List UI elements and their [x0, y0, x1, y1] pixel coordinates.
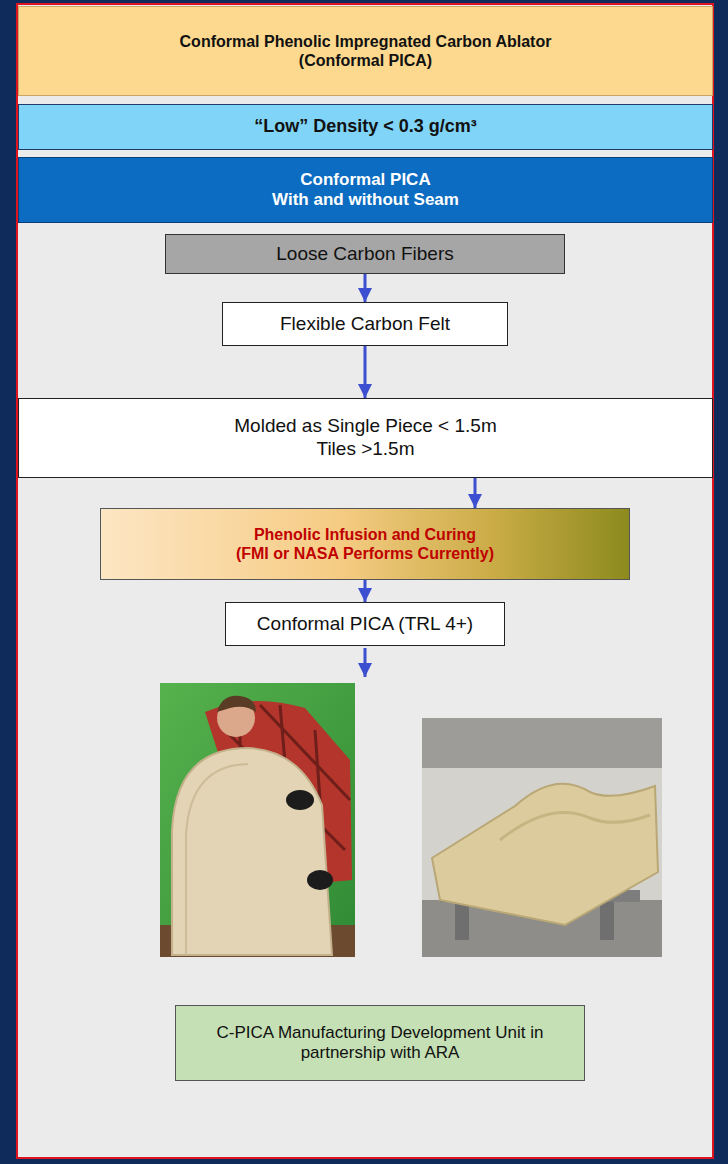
tile-saddle: [500, 812, 650, 840]
photo-tile-on-stand: [422, 718, 662, 957]
hair: [217, 696, 256, 712]
box-subtext: With and without Seam: [272, 190, 459, 210]
flow-arrow: [364, 274, 367, 302]
back-wall: [422, 718, 662, 768]
caption-box: C-PICA Manufacturing Development Unit in…: [175, 1005, 585, 1081]
box-text: Flexible Carbon Felt: [280, 313, 450, 336]
curved-felt: [172, 748, 332, 955]
pica-tile: [432, 784, 658, 925]
process-box: Loose Carbon Fibers: [165, 234, 565, 274]
photo-worker-with-felt: [160, 683, 355, 957]
density-band: “Low” Density < 0.3 g/cm³: [18, 104, 713, 150]
box-subtext: Tiles >1.5m: [316, 438, 414, 461]
box-text: Molded as Single Piece < 1.5m: [234, 415, 496, 438]
glove: [286, 790, 314, 810]
box-text: Phenolic Infusion and Curing: [254, 525, 476, 544]
process-box: Phenolic Infusion and Curing(FMI or NASA…: [100, 508, 630, 580]
process-box: Flexible Carbon Felt: [222, 302, 508, 346]
result-box: Conformal PICA (TRL 4+): [225, 602, 505, 646]
box-text: Conformal Phenolic Impregnated Carbon Ab…: [168, 32, 563, 70]
flow-arrow: [474, 478, 477, 508]
box-text: “Low” Density < 0.3 g/cm³: [254, 116, 477, 138]
photo-ground: [422, 718, 662, 957]
variant-band: Conformal PICAWith and without Seam: [18, 157, 713, 223]
felt-shade: [186, 764, 248, 955]
box-text: Loose Carbon Fibers: [276, 243, 453, 266]
box-text: C-PICA Manufacturing Development Unit in…: [195, 1023, 565, 1064]
box-text: Conformal PICA: [300, 170, 430, 190]
flow-arrow: [364, 346, 367, 398]
box-subtext: (FMI or NASA Performs Currently): [236, 544, 494, 563]
panel: [17, 4, 713, 1158]
glove: [307, 870, 333, 890]
flow-arrow: [364, 580, 367, 602]
title-band: Conformal Phenolic Impregnated Carbon Ab…: [18, 6, 713, 96]
process-box: Molded as Single Piece < 1.5mTiles >1.5m: [18, 398, 713, 478]
box-text: Conformal PICA (TRL 4+): [257, 613, 473, 636]
photo-ground: [160, 683, 355, 957]
arrow-to-photos: [364, 648, 367, 677]
